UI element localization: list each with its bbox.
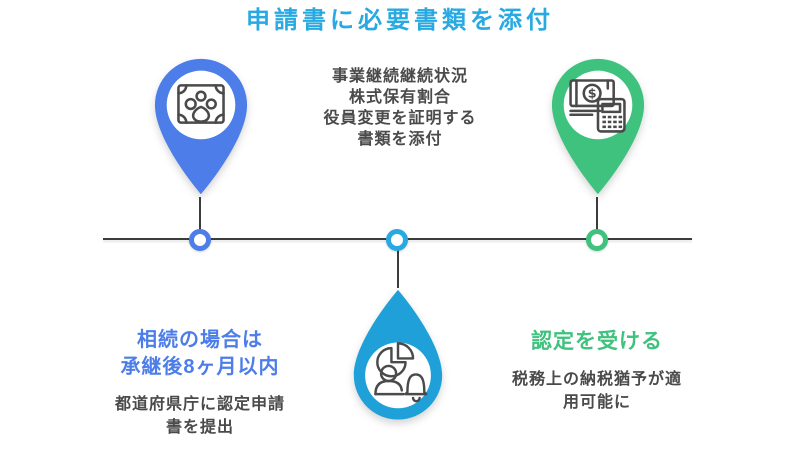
bottom-left-body: 都道府県庁に認定申請 書を提出 <box>90 393 310 439</box>
bottom-right-body: 税務上の納税猶予が適 用可能に <box>482 368 712 414</box>
top-center-note: 事業継続継続状況 株式保有割合 役員変更を証明する 書類を添付 <box>280 66 520 150</box>
bottom-left-body-line-1: 都道府県庁に認定申請 <box>114 396 285 413</box>
cash-calculator-icon: $ <box>569 79 626 133</box>
top-note-line-3: 役員変更を証明する <box>323 110 477 127</box>
bottom-right-body-line-2: 用可能に <box>562 394 631 411</box>
connector-left <box>199 197 201 230</box>
pie-person-bell-icon <box>374 342 428 403</box>
map-pin-right: $ <box>551 58 645 195</box>
calculator-buttons <box>602 115 623 129</box>
top-note-line-2: 株式保有割合 <box>348 89 451 106</box>
diagram-title: 申請書に必要書類を添付 <box>246 7 554 34</box>
bottom-left-heading: 相続の場合は 承継後8ヶ月以内 <box>75 327 325 381</box>
banknote-paw-icon <box>177 84 225 124</box>
connector-center <box>397 250 399 288</box>
top-note-line-1: 事業継続継続状況 <box>331 68 468 85</box>
bottom-right-body-line-1: 税務上の納税猶予が適 <box>511 371 682 388</box>
timeline-node-right <box>586 229 608 251</box>
bottom-left-heading-line-2: 承継後8ヶ月以内 <box>120 356 280 378</box>
bottom-right-heading: 認定を受ける <box>531 330 663 353</box>
dollar-symbol: $ <box>588 87 597 102</box>
map-pin-bottom <box>353 289 443 420</box>
bottom-left-body-line-2: 書を提出 <box>165 419 234 436</box>
bottom-left-heading-line-1: 相続の場合は <box>137 329 263 351</box>
connector-right <box>596 197 598 230</box>
top-note-line-4: 書類を添付 <box>357 131 443 148</box>
timeline-node-left <box>189 229 211 251</box>
map-pin-left <box>154 58 248 195</box>
timeline-node-center <box>386 229 408 251</box>
pin-inner-circle <box>166 70 236 140</box>
